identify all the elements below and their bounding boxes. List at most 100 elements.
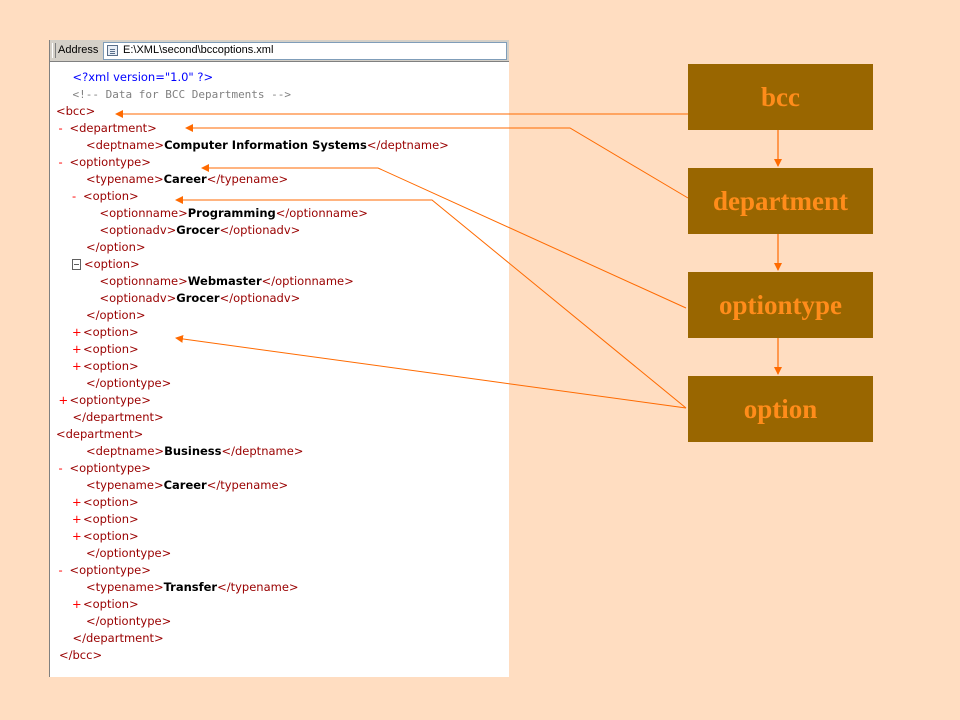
xml-close-tag: </optionname> — [275, 206, 368, 220]
page-icon — [107, 45, 118, 56]
xml-line: </department> — [73, 409, 164, 426]
label-box-department: department — [688, 168, 873, 234]
xml-line[interactable]: +<option> — [72, 528, 139, 545]
xml-tag: <option> — [83, 597, 139, 611]
xml-comment: <!-- Data for BCC Departments --> — [72, 88, 292, 101]
xml-line[interactable]: +<option> — [72, 358, 139, 375]
xml-close-tag: </typename> — [206, 172, 289, 186]
collapse-toggle[interactable]: - — [58, 461, 63, 475]
xml-line[interactable]: -<optiontype> — [59, 154, 151, 171]
xml-line[interactable]: -<department> — [50, 426, 144, 443]
xml-tag: <option> — [83, 342, 139, 356]
xml-line: <optionadv>Grocer</optionadv> — [100, 222, 301, 239]
xml-close-tag: </typename> — [206, 478, 289, 492]
xml-close-tag: </optionadv> — [219, 223, 301, 237]
xml-line[interactable]: +<option> — [72, 324, 139, 341]
xml-text-value: Career — [163, 172, 207, 186]
pointer-department — [185, 124, 689, 199]
xml-line[interactable]: -<optiontype> — [59, 460, 151, 477]
xml-tag: </optiontype> — [86, 546, 172, 560]
xml-line[interactable]: +<option> — [72, 511, 139, 528]
xml-line: <typename>Transfer</typename> — [86, 579, 299, 596]
expand-toggle[interactable]: + — [72, 597, 82, 611]
toolbar-grip[interactable] — [52, 43, 56, 58]
xml-text-value: Grocer — [176, 223, 220, 237]
expand-toggle[interactable]: + — [72, 529, 82, 543]
xml-tag: <optionadv> — [99, 291, 177, 305]
pointer-optiontype — [201, 164, 687, 309]
xml-close-tag: </typename> — [217, 580, 299, 594]
xml-tag: <option> — [83, 512, 139, 526]
xml-tag: <optionname> — [99, 206, 188, 220]
label-box-option: option — [688, 376, 873, 442]
xml-close-tag: </deptname> — [366, 138, 449, 152]
xml-text-value: Grocer — [176, 291, 220, 305]
expand-toggle[interactable]: + — [72, 359, 82, 373]
xml-tag: <typename> — [86, 478, 164, 492]
xml-tag: </bcc> — [59, 648, 103, 662]
expand-toggle[interactable]: + — [72, 495, 82, 509]
xml-tag: <option> — [83, 529, 139, 543]
xml-line: </bcc> — [59, 647, 102, 664]
xml-line: </option> — [86, 307, 146, 324]
xml-line: <optionadv>Grocer</optionadv> — [100, 290, 301, 307]
address-value[interactable]: E:\XML\second\bccoptions.xml — [123, 44, 274, 56]
xml-tag: <optiontype> — [69, 393, 151, 407]
xml-text-value: Computer Information Systems — [164, 138, 367, 152]
collapse-toggle[interactable]: - — [72, 189, 77, 203]
xml-tag: <department> — [69, 121, 157, 135]
xml-tag: <typename> — [86, 580, 164, 594]
xml-line[interactable]: +<option> — [72, 494, 139, 511]
xml-line: <deptname>Computer Information Systems</… — [86, 137, 449, 154]
xml-text-value: Transfer — [163, 580, 218, 594]
xml-line: <!-- Data for BCC Departments --> — [73, 86, 292, 103]
xml-line[interactable]: +<option> — [72, 341, 139, 358]
xml-line[interactable]: +<option> — [72, 596, 139, 613]
xml-line: <typename>Career</typename> — [86, 477, 288, 494]
xml-tag: </department> — [72, 631, 164, 645]
xml-line[interactable]: -<optiontype> — [59, 562, 151, 579]
xml-tag: <bcc> — [56, 104, 96, 118]
xml-close-tag: </deptname> — [221, 444, 304, 458]
xml-line: </optiontype> — [86, 613, 171, 630]
xml-line[interactable]: <option> — [72, 256, 140, 273]
expand-toggle[interactable]: + — [72, 342, 82, 356]
xml-close-tag: </optionname> — [261, 274, 354, 288]
expand-toggle[interactable]: + — [58, 393, 69, 407]
address-label: Address — [58, 44, 99, 56]
xml-tag: <option> — [84, 257, 140, 271]
xml-line[interactable]: -<option> — [72, 188, 139, 205]
address-input[interactable]: E:\XML\second\bccoptions.xml — [103, 42, 507, 60]
xml-line[interactable]: -<department> — [59, 120, 157, 137]
expand-toggle[interactable]: + — [72, 325, 82, 339]
address-bar: Address E:\XML\second\bccoptions.xml — [50, 40, 509, 62]
xml-line: </department> — [73, 630, 164, 647]
collapse-box-icon[interactable] — [72, 259, 81, 270]
xml-tag: <optionadv> — [99, 223, 177, 237]
xml-tag: <option> — [83, 325, 139, 339]
xml-text-value: Webmaster — [187, 274, 262, 288]
expand-toggle[interactable]: + — [72, 512, 82, 526]
xml-tag: </optiontype> — [86, 614, 172, 628]
xml-tag: <option> — [83, 359, 139, 373]
xml-line: </option> — [86, 239, 146, 256]
xml-tag: <option> — [83, 189, 139, 203]
pointer-option-2 — [175, 334, 687, 409]
xml-document: <?xml version="1.0" ?> <!-- Data for BCC … — [50, 63, 509, 677]
xml-tag: </department> — [72, 410, 164, 424]
xml-line[interactable]: +<optiontype> — [59, 392, 151, 409]
xml-line[interactable]: -<bcc> — [50, 103, 96, 120]
xml-tag: <optionname> — [99, 274, 188, 288]
xml-tag: <optiontype> — [69, 461, 151, 475]
xml-viewer-window: Address E:\XML\second\bccoptions.xml <?x… — [49, 40, 509, 677]
collapse-toggle[interactable]: - — [58, 121, 63, 135]
xml-line: <?xml version="1.0" ?> — [73, 69, 214, 86]
xml-line: </optiontype> — [86, 375, 171, 392]
xml-tag: <department> — [56, 427, 144, 441]
xml-tag: <deptname> — [86, 138, 165, 152]
pointer-option-1 — [175, 196, 687, 409]
xml-line: <optionname>Webmaster</optionname> — [100, 273, 354, 290]
collapse-toggle[interactable]: - — [58, 563, 63, 577]
collapse-toggle[interactable]: - — [58, 155, 63, 169]
